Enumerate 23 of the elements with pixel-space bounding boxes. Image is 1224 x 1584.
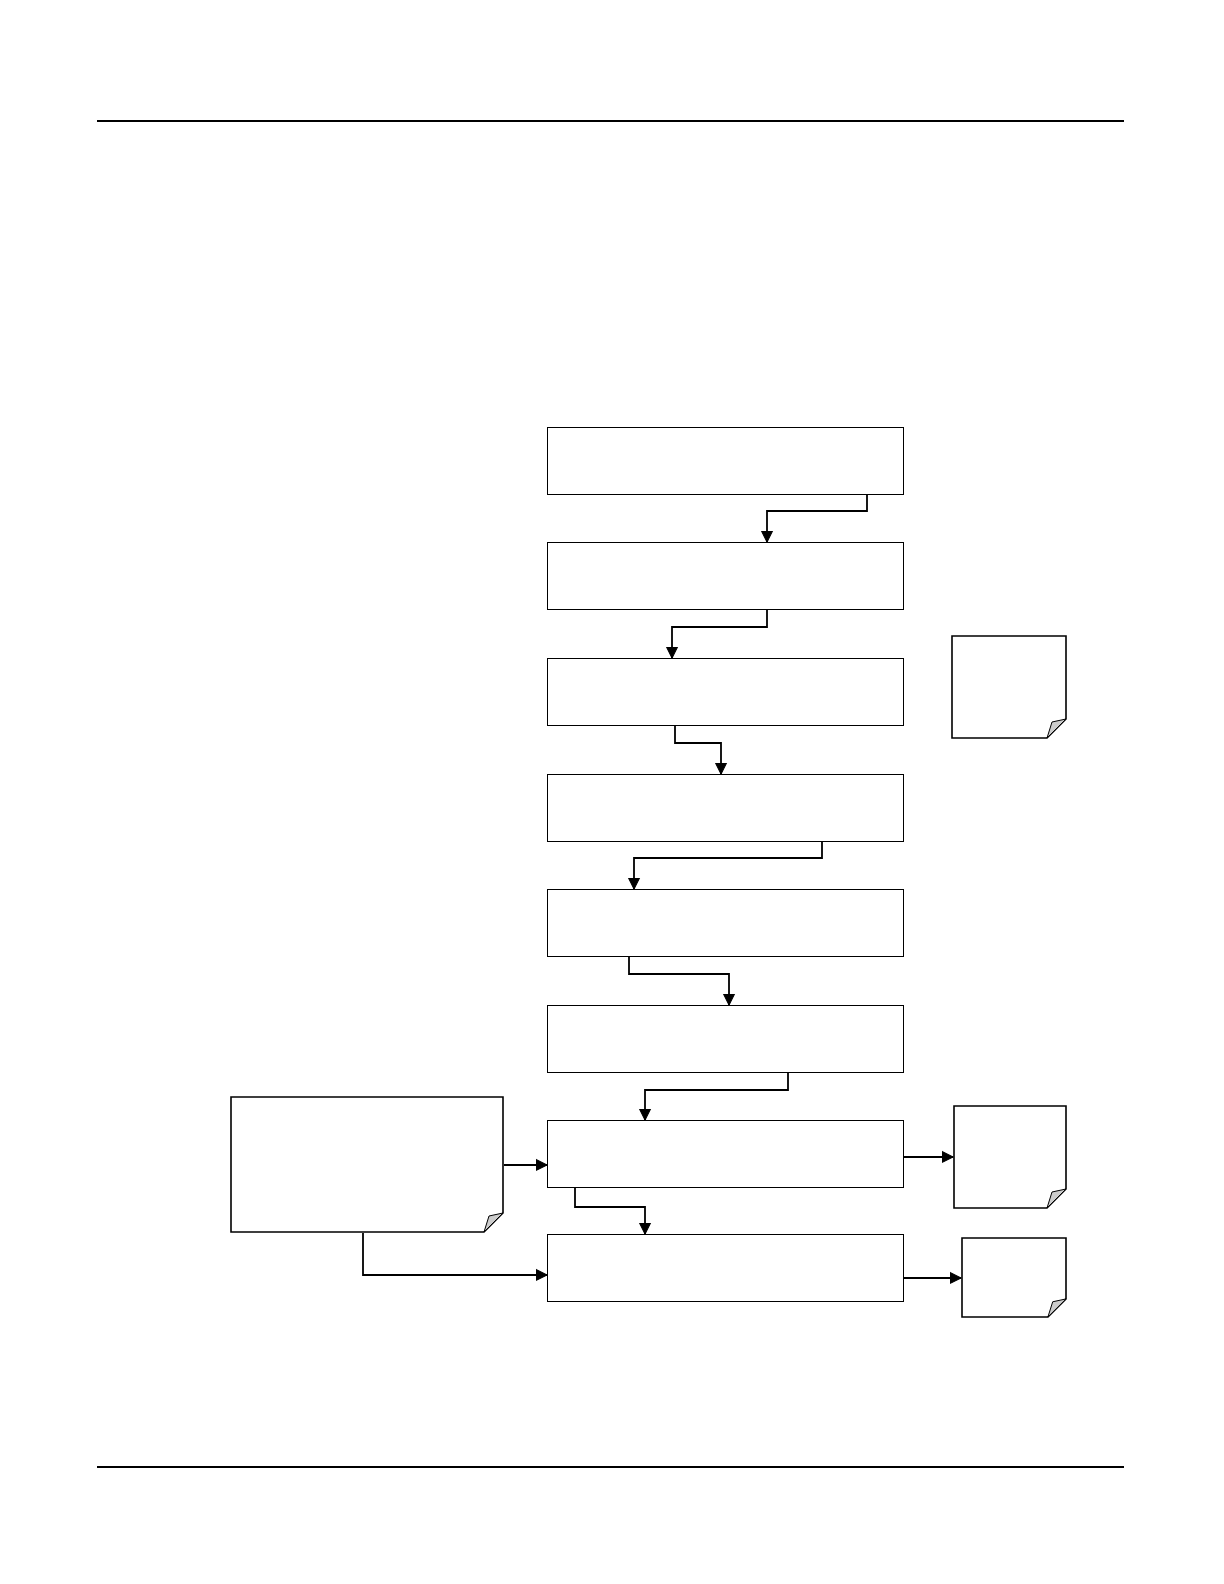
arrow: [666, 609, 768, 659]
process-box: [547, 1234, 904, 1302]
arrow: [761, 494, 868, 543]
arrow: [903, 1272, 962, 1284]
arrow: [903, 1151, 954, 1163]
arrow: [674, 725, 727, 775]
note-shape: [961, 1237, 1067, 1318]
arrow: [362, 1232, 548, 1281]
process-box: [547, 542, 904, 610]
arrow: [639, 1072, 789, 1121]
arrow: [574, 1187, 651, 1235]
process-box: [547, 774, 904, 842]
process-box: [547, 1005, 904, 1073]
note-shape: [953, 1105, 1067, 1209]
process-box: [547, 427, 904, 495]
process-box: [547, 889, 904, 957]
note-shape: [951, 635, 1067, 739]
arrow: [503, 1159, 548, 1171]
arrow: [628, 841, 823, 890]
note-shape: [230, 1096, 504, 1233]
process-box: [547, 1120, 904, 1188]
arrow: [628, 956, 735, 1006]
process-box: [547, 658, 904, 726]
